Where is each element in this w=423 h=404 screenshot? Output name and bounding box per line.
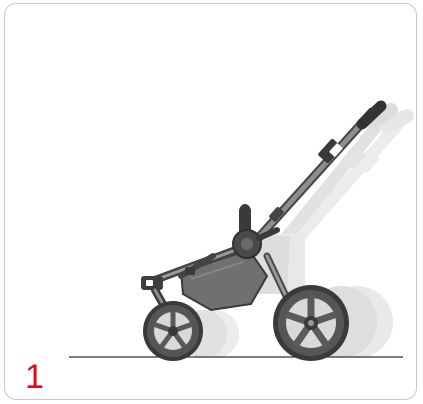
front-wheel (143, 301, 203, 361)
rear-wheel (273, 285, 349, 361)
instruction-panel: 1 (4, 3, 417, 400)
shopping-basket (181, 250, 267, 310)
stroller-chassis-illustration (5, 4, 417, 400)
step-number: 1 (25, 360, 44, 394)
